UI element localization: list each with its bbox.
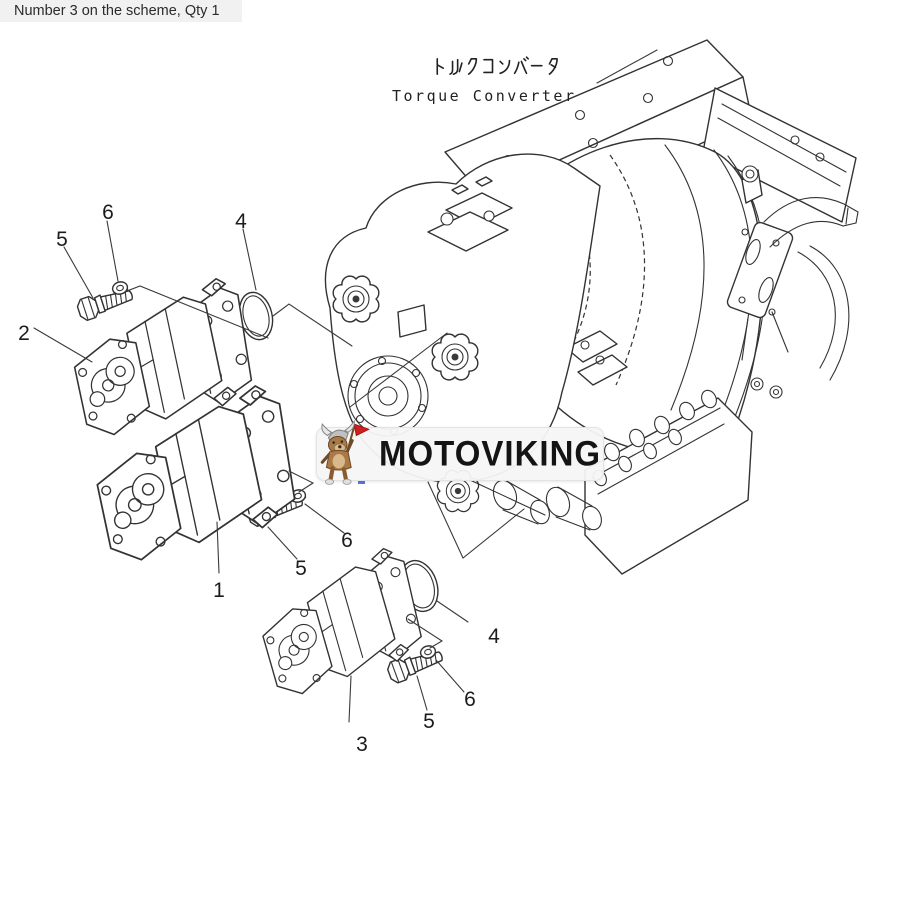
tc-right-panel [702, 87, 857, 223]
callout-4-top: 4 [235, 210, 247, 233]
tc-right-flange [726, 165, 794, 399]
torque-converter-label-jp [436, 56, 558, 75]
callout-2: 2 [18, 322, 30, 345]
callout-6-bottom: 6 [464, 688, 476, 711]
callout-5-middle: 5 [295, 557, 307, 580]
torque-converter-label-en: Torque Converter [392, 87, 577, 105]
callout-5-bottom: 5 [423, 710, 435, 733]
callout-4-bottom: 4 [488, 625, 500, 648]
tc-hose [763, 197, 859, 248]
caption: Number 3 on the scheme, Qty 1 [0, 0, 242, 22]
watermark: MOTOVIKING [316, 420, 604, 485]
callout-3: 3 [356, 733, 368, 756]
tc-pan-bumps [593, 389, 717, 487]
callout-5-top: 5 [56, 228, 68, 251]
watermark-text: MOTOVIKING [379, 433, 602, 474]
tc-oil-pan [584, 397, 753, 575]
leader-lines [33, 49, 658, 723]
torque-converter-assembly [324, 39, 859, 575]
callout-labels: 5 6 4 2 1 5 6 4 3 5 6 [18, 201, 500, 756]
blue-artifact [358, 480, 365, 484]
callout-6-middle: 6 [341, 529, 353, 552]
viking-dog-mascot-icon [320, 420, 370, 485]
tc-valve-block [427, 176, 513, 252]
callout-6-top: 6 [102, 201, 114, 224]
red-flag-icon [353, 423, 370, 437]
tc-cylinders [469, 479, 602, 531]
callout-1: 1 [213, 579, 225, 602]
